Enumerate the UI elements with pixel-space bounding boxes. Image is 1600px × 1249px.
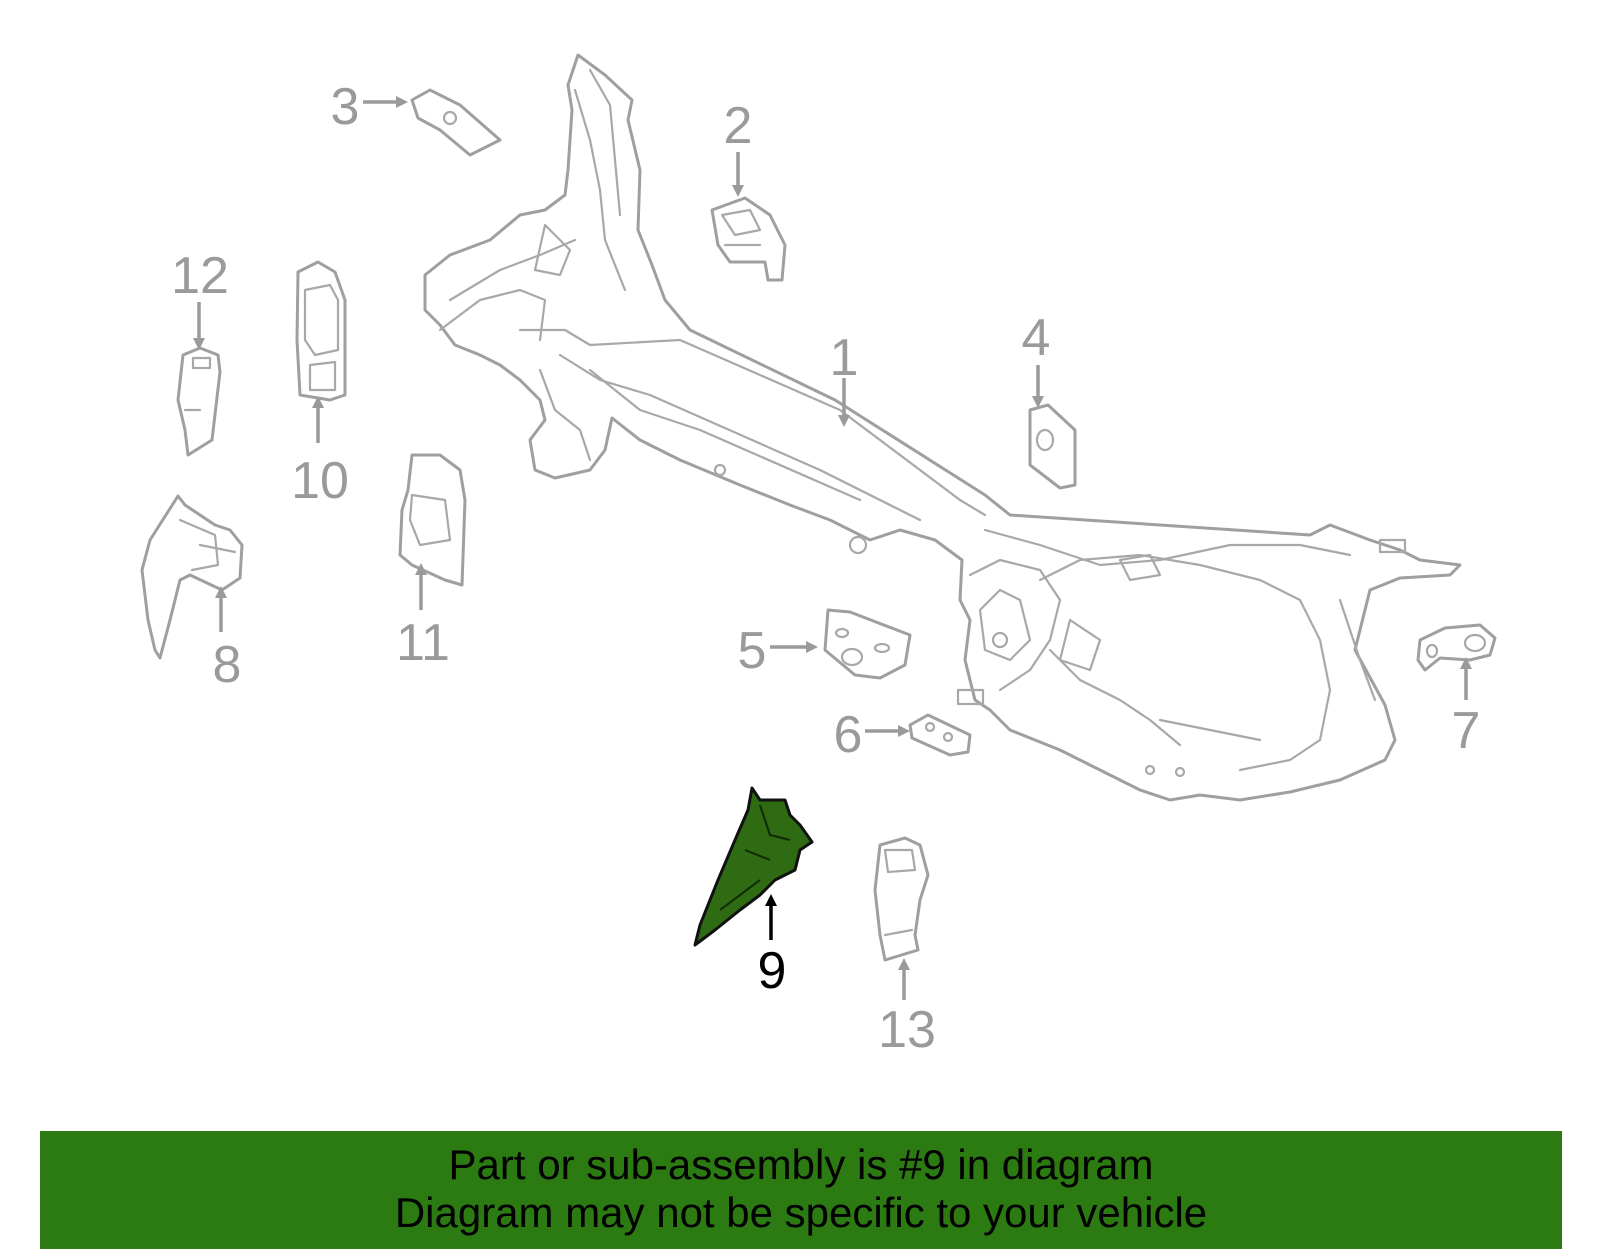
callout-7[interactable]: 7 bbox=[1452, 702, 1481, 760]
callout-arrows bbox=[193, 96, 1472, 1000]
part-9-air-duct-highlighted[interactable] bbox=[693, 786, 814, 947]
callout-12[interactable]: 12 bbox=[171, 247, 229, 305]
part-13-duct[interactable] bbox=[873, 836, 930, 962]
info-banner: Part or sub-assembly is #9 in diagram Di… bbox=[40, 1131, 1562, 1249]
callout-1[interactable]: 1 bbox=[830, 329, 859, 387]
callout-4[interactable]: 4 bbox=[1022, 309, 1051, 367]
part-5-mount[interactable] bbox=[823, 608, 912, 680]
callout-8[interactable]: 8 bbox=[213, 636, 242, 694]
callout-3[interactable]: 3 bbox=[331, 78, 360, 136]
part-2-bracket[interactable] bbox=[710, 196, 787, 282]
part-4-plate[interactable] bbox=[1028, 403, 1077, 490]
part-10-duct[interactable] bbox=[295, 260, 347, 402]
callout-9[interactable]: 9 bbox=[758, 942, 787, 1000]
banner-line-1: Part or sub-assembly is #9 in diagram bbox=[448, 1141, 1154, 1188]
part-6-plate[interactable] bbox=[908, 713, 972, 757]
callout-5[interactable]: 5 bbox=[738, 622, 767, 680]
part-11-panel[interactable] bbox=[398, 453, 467, 587]
callout-labels: 1 2 3 4 5 6 7 8 9 10 11 12 13 bbox=[171, 78, 1480, 1059]
part-1-front-end-carrier[interactable] bbox=[423, 53, 1462, 802]
banner-line-2: Diagram may not be specific to your vehi… bbox=[394, 1189, 1208, 1236]
part-8-duct[interactable] bbox=[140, 494, 244, 660]
parts-diagram: 1 2 3 4 5 6 7 8 9 10 11 12 13 bbox=[140, 53, 1497, 1059]
callout-6[interactable]: 6 bbox=[834, 706, 863, 764]
part-3-bracket[interactable] bbox=[410, 88, 502, 157]
callout-2[interactable]: 2 bbox=[724, 97, 753, 155]
part-7-bracket[interactable] bbox=[1416, 623, 1497, 672]
callout-11[interactable]: 11 bbox=[396, 614, 450, 672]
part-12-duct[interactable] bbox=[176, 346, 222, 457]
callout-13[interactable]: 13 bbox=[878, 1001, 936, 1059]
callout-10[interactable]: 10 bbox=[291, 452, 349, 510]
